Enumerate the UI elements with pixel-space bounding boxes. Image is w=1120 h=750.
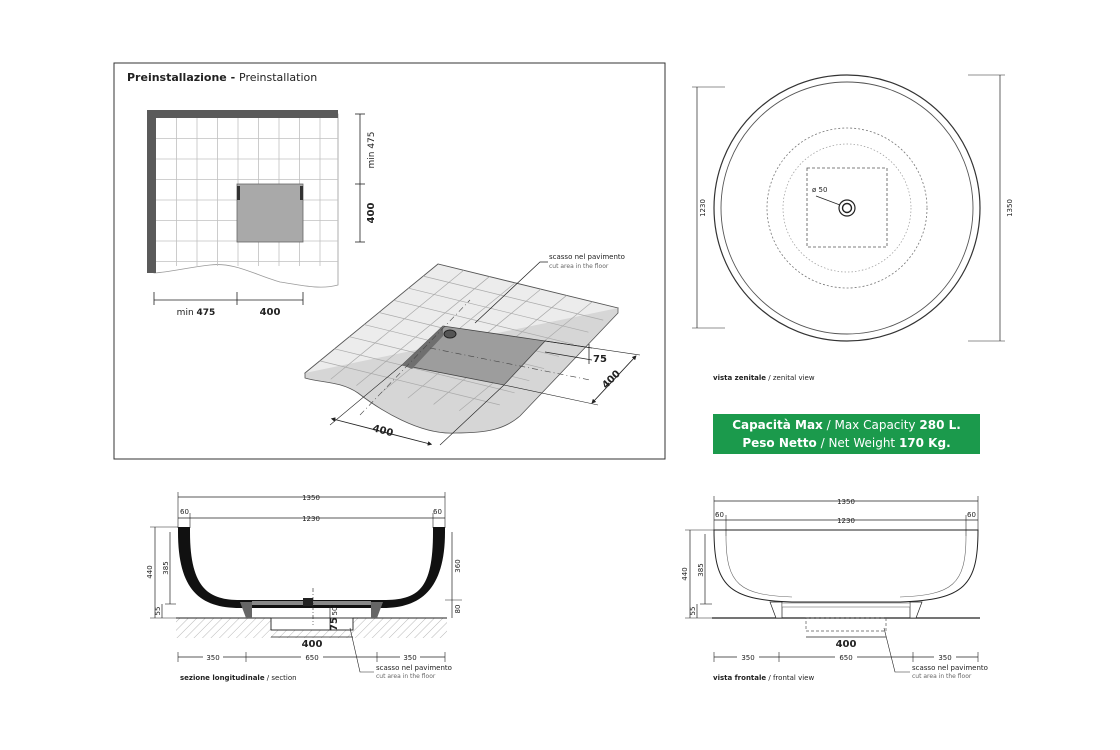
frontal-dim-440: 440: [681, 567, 689, 580]
cut-area-plan: [236, 183, 304, 243]
zenital-cut-square: [806, 167, 888, 248]
section-cut-label-it: scasso nel pavimento: [376, 664, 452, 672]
frontal-dim-1350: 1350: [837, 498, 855, 506]
wall-left: [147, 112, 156, 273]
capacity-line: Capacità Max / Max Capacity 280 L.: [732, 418, 961, 432]
section-dim-rim-right: 60: [433, 508, 442, 516]
section-dim-55: 55: [154, 607, 162, 616]
zenital-view: ø 50 1230 1350 vista zenitale / zenital …: [692, 74, 1014, 382]
tub-base-circle: [766, 127, 928, 289]
frontal-cut-label-en: cut area in the floor: [912, 673, 972, 680]
wall-plan: [147, 110, 339, 288]
section-dim-75: 75: [329, 617, 340, 631]
section-dim-350-left: 350: [206, 654, 219, 662]
dim-400-horizontal: 400: [260, 307, 281, 318]
section-dim-440: 440: [146, 565, 154, 578]
frontal-dim-1230: 1230: [837, 517, 855, 525]
dim-400-vertical: 400: [366, 203, 377, 224]
zenital-dim-1230: 1230: [699, 199, 707, 217]
section-shell: [178, 532, 445, 608]
iso-dim-400-bottom: 400: [371, 423, 394, 439]
cut-marker-right: [300, 186, 303, 200]
preinstallation-panel: Preinstallazione - Preinstallation min 4…: [113, 62, 666, 460]
dim-min475-horizontal: min 475: [177, 308, 216, 318]
section-dim-650: 650: [305, 654, 318, 662]
section-dim-80: 80: [454, 605, 462, 614]
drain-diameter-label: ø 50: [812, 186, 827, 194]
iso-drain: [443, 329, 457, 339]
frontal-dim-385: 385: [697, 563, 705, 576]
section-dim-1350: 1350: [302, 494, 320, 502]
section-view: 1350 1230 60 60 440 385 55 360 80 50 75 …: [146, 492, 462, 682]
section-dim-385: 385: [162, 561, 170, 574]
panel-frame: [113, 62, 666, 460]
zenital-caption: vista zenitale / zenital view: [713, 374, 815, 382]
frontal-view: 1350 1230 60 60 440 385 55 400 350 650 3…: [681, 496, 988, 682]
frontal-cut-label-it: scasso nel pavimento: [912, 664, 988, 672]
zenital-dim-1350: 1350: [1006, 199, 1014, 217]
frontal-dim-400: 400: [836, 639, 857, 650]
weight-line: Peso Netto / Net Weight 170 Kg.: [742, 436, 951, 450]
iso-dim-75: 75: [593, 354, 607, 365]
frontal-dim-rim-right: 60: [967, 511, 976, 519]
frontal-dim-350-left: 350: [741, 654, 754, 662]
frontal-dim-rim-left: 60: [715, 511, 724, 519]
iso-cut-wall: [402, 326, 443, 369]
plan-vertical-dims: min 475 400: [355, 113, 377, 243]
iso-dim-400-right: 400: [600, 369, 623, 392]
dim-min475-vertical: min 475: [367, 131, 377, 168]
tub-foot-circle: [782, 143, 912, 273]
iso-cut-label-en: cut area in the floor: [549, 263, 609, 270]
section-caption: sezione longitudinale / section: [180, 674, 297, 682]
cut-marker-left: [237, 186, 240, 200]
specs-badge: Capacità Max / Max Capacity 280 L. Peso …: [713, 414, 980, 454]
section-dim-360: 360: [454, 559, 462, 572]
section-dim-400: 400: [302, 639, 323, 650]
section-cut-pit: [270, 617, 354, 631]
frontal-dim-55: 55: [689, 607, 697, 616]
section-dim-1230: 1230: [302, 515, 320, 523]
section-cut-label-en: cut area in the floor: [376, 673, 436, 680]
frontal-cut-pit: [805, 617, 887, 632]
plan-horizontal-dims: min 475 400: [153, 292, 304, 318]
section-dim-50: 50: [331, 607, 339, 616]
isometric-floor: scasso nel pavimento cut area in the flo…: [304, 253, 641, 446]
frontal-shell: [713, 529, 979, 603]
section-dim-rim-left: 60: [180, 508, 189, 516]
iso-cut-label-it: scasso nel pavimento: [549, 253, 625, 261]
wall-top: [147, 110, 338, 118]
frontal-caption: vista frontale / frontal view: [713, 674, 814, 682]
preinstall-title: Preinstallazione - Preinstallation: [127, 71, 317, 84]
section-dim-350-right: 350: [403, 654, 416, 662]
frontal-dim-350-right: 350: [938, 654, 951, 662]
frontal-dim-650: 650: [839, 654, 852, 662]
drain-inner: [841, 202, 853, 214]
